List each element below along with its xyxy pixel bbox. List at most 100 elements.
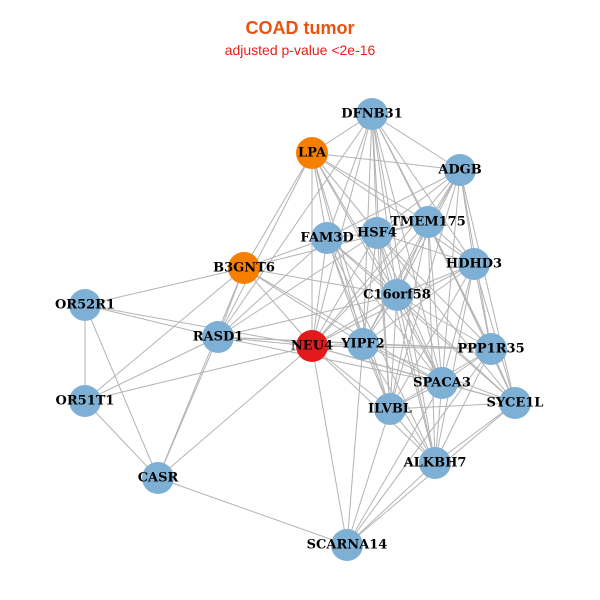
edge-b3gnt6-or52r1: [84, 267, 245, 306]
edge-neu4-ppp1r35: [311, 345, 492, 350]
edge-or52r1-casr: [84, 304, 159, 479]
node-circle[interactable]: [228, 252, 260, 284]
edge-neu4-or51t1: [84, 345, 313, 402]
node-fam3d[interactable]: FAM3D: [300, 222, 354, 254]
node-casr[interactable]: CASR: [138, 462, 179, 494]
edge-dfnb31-rasd1: [217, 113, 373, 338]
edge-hdhd3-alkbh7: [434, 263, 475, 464]
node-lpa[interactable]: LPA: [296, 137, 328, 169]
node-circle[interactable]: [331, 529, 363, 561]
node-circle[interactable]: [69, 385, 101, 417]
edge-hdhd3-yipf2: [362, 263, 475, 345]
edge-hsf4-hdhd3: [376, 232, 475, 265]
node-circle[interactable]: [458, 248, 490, 280]
node-circle[interactable]: [412, 206, 444, 238]
node-circle[interactable]: [296, 330, 328, 362]
edge-dfnb31-c16orf58: [371, 113, 398, 296]
edge-c16orf58-neu4: [311, 294, 398, 347]
edge-b3gnt6-or51t1: [84, 267, 245, 402]
node-alkbh7[interactable]: ALKBH7: [403, 447, 467, 479]
edge-syce1l-alkbh7: [434, 402, 516, 464]
node-tmem175[interactable]: TMEM175: [390, 206, 466, 238]
node-label: HDHD3: [446, 257, 502, 272]
node-hdhd3[interactable]: HDHD3: [446, 248, 502, 280]
node-spaca3[interactable]: SPACA3: [413, 367, 471, 399]
edge-neu4-casr: [157, 345, 313, 479]
edge-hsf4-ilvbl: [376, 232, 391, 410]
node-c16orf58[interactable]: C16orf58: [363, 279, 431, 311]
edge-alkbh7-scarna14: [346, 462, 436, 546]
edge-hsf4-yipf2: [362, 232, 378, 345]
node-label: C16orf58: [363, 288, 431, 303]
node-circle[interactable]: [311, 222, 343, 254]
node-ilvbl[interactable]: ILVBL: [368, 393, 412, 425]
edge-spaca3-scarna14: [346, 382, 443, 546]
node-or51t1[interactable]: OR51T1: [56, 385, 115, 417]
node-circle[interactable]: [142, 462, 174, 494]
node-circle[interactable]: [499, 387, 531, 419]
edge-lpa-adgb: [311, 152, 461, 171]
node-rasd1[interactable]: RASD1: [193, 321, 244, 353]
edge-fam3d-ilvbl: [326, 237, 391, 410]
node-circle[interactable]: [475, 333, 507, 365]
edge-rasd1-or51t1: [84, 336, 219, 402]
node-yipf2[interactable]: YIPF2: [340, 328, 385, 360]
edge-b3gnt6-c16orf58: [243, 267, 398, 296]
node-circle[interactable]: [419, 447, 451, 479]
node-label: NEU4: [291, 339, 333, 354]
edge-or51t1-casr: [84, 400, 159, 479]
node-adgb[interactable]: ADGB: [437, 154, 482, 186]
node-or52r1[interactable]: OR52R1: [55, 289, 115, 321]
node-circle[interactable]: [69, 289, 101, 321]
node-ppp1r35[interactable]: PPP1R35: [457, 333, 525, 365]
node-circle[interactable]: [356, 98, 388, 130]
edge-hsf4-neu4: [311, 232, 378, 347]
edge-tmem175-alkbh7: [427, 221, 436, 464]
node-label: YIPF2: [340, 337, 384, 352]
edge-hsf4-spaca3: [376, 232, 443, 384]
node-label: PPP1R35: [457, 342, 524, 357]
node-label: HSF4: [357, 226, 397, 241]
node-circle[interactable]: [202, 321, 234, 353]
node-label: SCARNA14: [307, 538, 388, 553]
edge-lpa-hdhd3: [311, 152, 475, 265]
node-scarna14[interactable]: SCARNA14: [307, 529, 388, 561]
node-circle[interactable]: [361, 217, 393, 249]
edge-b3gnt6-yipf2: [243, 267, 364, 345]
node-b3gnt6[interactable]: B3GNT6: [213, 252, 275, 284]
edge-c16orf58-spaca3: [396, 294, 443, 384]
edge-fam3d-neu4: [311, 237, 328, 347]
edge-c16orf58-rasd1: [217, 294, 398, 338]
edge-dfnb31-ilvbl: [371, 113, 391, 410]
node-label: B3GNT6: [213, 261, 275, 276]
edge-ppp1r35-scarna14: [346, 348, 492, 546]
node-circle[interactable]: [296, 137, 328, 169]
edge-neu4-scarna14: [311, 345, 348, 546]
edge-ppp1r35-alkbh7: [434, 348, 492, 464]
edge-yipf2-ppp1r35: [362, 343, 492, 350]
edge-dfnb31-spaca3: [371, 113, 443, 384]
node-circle[interactable]: [444, 154, 476, 186]
edge-fam3d-spaca3: [326, 237, 443, 384]
edge-c16orf58-ppp1r35: [396, 294, 492, 350]
node-neu4[interactable]: NEU4: [291, 330, 333, 362]
edge-casr-scarna14: [157, 477, 348, 546]
node-circle[interactable]: [347, 328, 379, 360]
node-label: ILVBL: [368, 402, 412, 417]
node-label: SYCE1L: [487, 396, 544, 411]
edge-tmem175-syce1l: [427, 221, 516, 404]
edge-adgb-syce1l: [459, 169, 516, 404]
edge-or52r1-rasd1: [84, 304, 219, 338]
node-hsf4[interactable]: HSF4: [357, 217, 397, 249]
edge-syce1l-ilvbl: [389, 402, 516, 410]
node-label: OR52R1: [55, 298, 115, 313]
edge-neu4-alkbh7: [311, 345, 436, 464]
node-syce1l[interactable]: SYCE1L: [487, 387, 544, 419]
node-circle[interactable]: [381, 279, 413, 311]
node-label: ADGB: [437, 163, 481, 178]
node-circle[interactable]: [426, 367, 458, 399]
node-dfnb31[interactable]: DFNB31: [341, 98, 403, 130]
node-circle[interactable]: [374, 393, 406, 425]
